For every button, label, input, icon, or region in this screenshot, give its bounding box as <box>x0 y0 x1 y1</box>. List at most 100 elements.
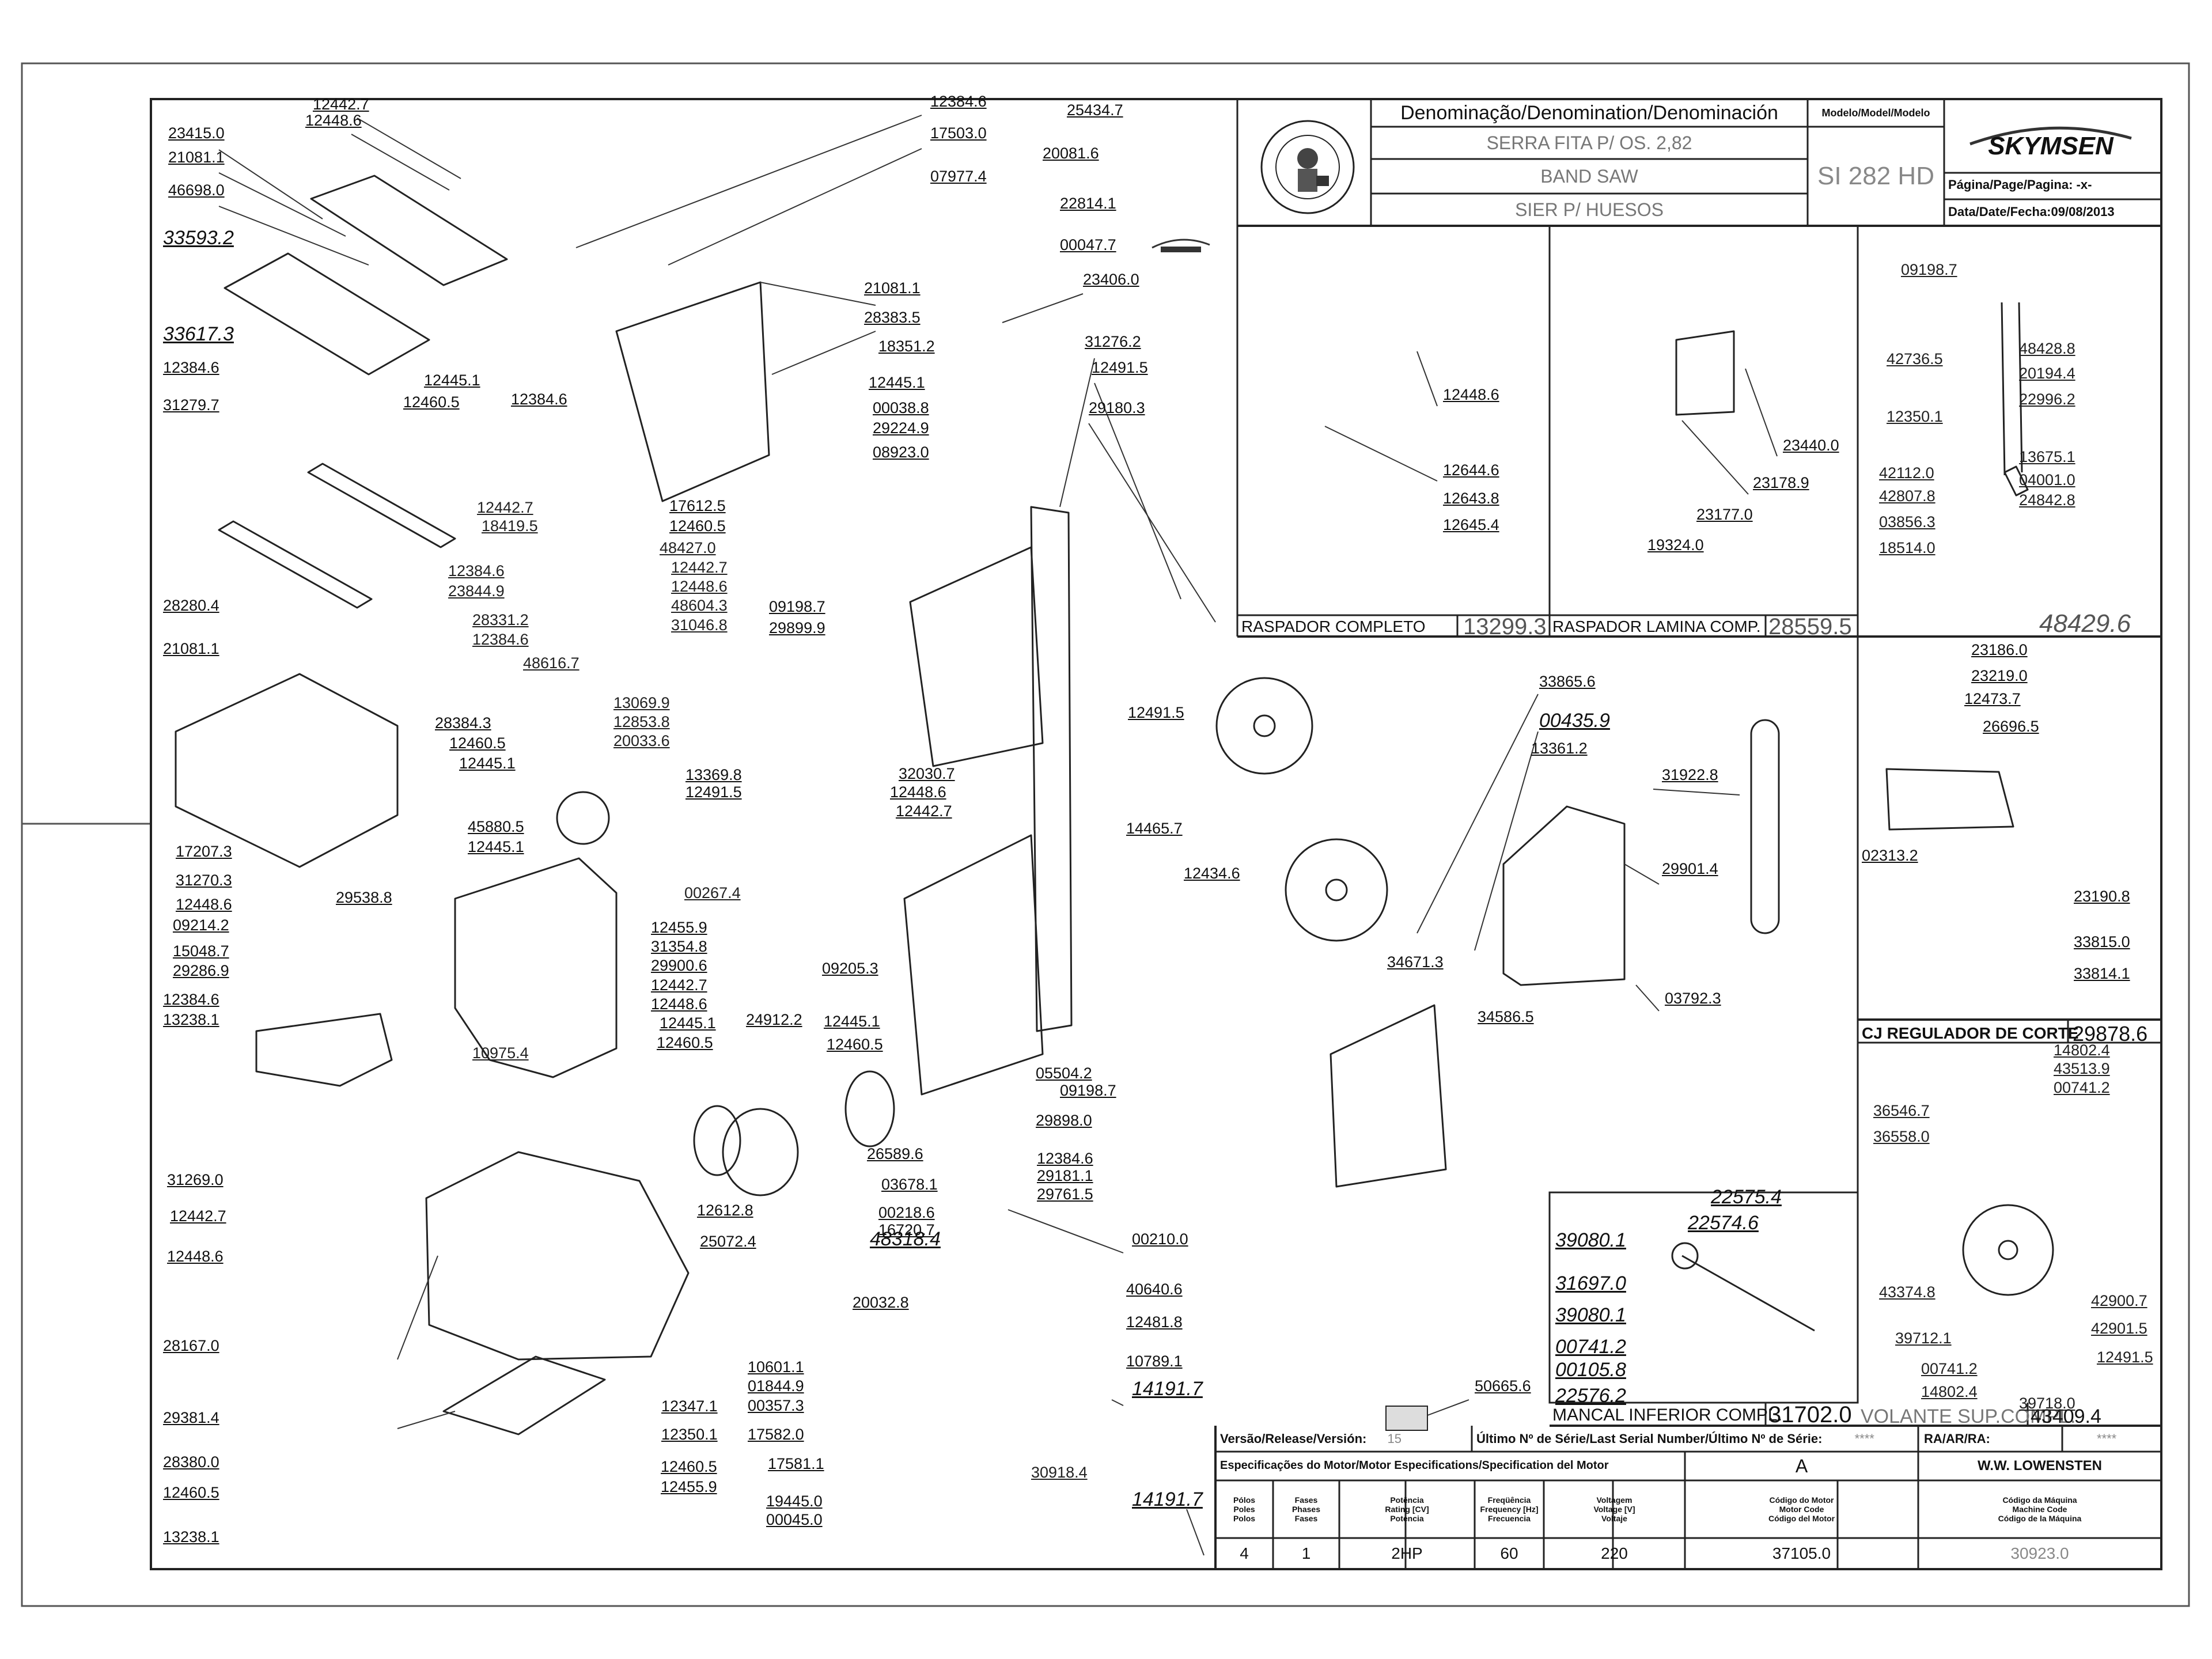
part-number-label: 14802.4 <box>1921 1383 1978 1400</box>
part-number-label: 22576.2 <box>1555 1385 1626 1407</box>
part-number-label: 17503.0 <box>930 124 987 142</box>
part-number-label: 28167.0 <box>163 1337 219 1354</box>
part-number-label: 12384.6 <box>930 93 987 110</box>
part-number-label: 12347.1 <box>661 1397 718 1415</box>
part-number-label: 00038.8 <box>873 399 929 416</box>
part-number-label: 12442.7 <box>671 559 728 576</box>
part-number-label: 19324.0 <box>1647 536 1704 554</box>
part-number-label: 12445.1 <box>424 372 480 389</box>
part-number-label: 22996.2 <box>2019 391 2075 408</box>
part-number-label: 21081.1 <box>168 149 225 166</box>
date-value: 09/08/2013 <box>2051 204 2115 219</box>
part-number-label: 29899.9 <box>769 619 825 637</box>
part-number-label: 09214.2 <box>173 916 229 934</box>
page-label: Página/Page/Pagina: -x- <box>1948 177 2092 192</box>
part-number-label: 29181.1 <box>1037 1167 1093 1184</box>
part-number-label: 32030.7 <box>899 765 955 782</box>
part-number-label: 12460.5 <box>827 1036 883 1053</box>
part-number-label: 23844.9 <box>448 582 505 600</box>
serial-label: Último Nº de Série/Last Serial Number/Úl… <box>1476 1431 1823 1446</box>
ra-row: RA/AR/RA: <box>1924 1431 1990 1446</box>
part-number-label: 12448.6 <box>890 783 946 801</box>
part-number-label: 48427.0 <box>660 539 716 556</box>
part-number-label: 26696.5 <box>1983 718 2039 735</box>
part-number-label: 01844.9 <box>748 1377 804 1395</box>
part-number-label: 34671.3 <box>1387 953 1444 971</box>
part-number-label: 24842.8 <box>2019 491 2075 509</box>
part-number-label: 12645.4 <box>1443 516 1499 533</box>
part-number-label: 15048.7 <box>173 942 229 960</box>
part-number-label: 12442.7 <box>313 96 369 113</box>
part-number-label: 22575.4 <box>1711 1186 1782 1208</box>
part-number-label: 12853.8 <box>613 713 670 730</box>
part-number-label: 12445.1 <box>869 374 925 391</box>
part-number-label: 09198.7 <box>1060 1082 1116 1099</box>
inset-guia-code: 48429.6 <box>2039 609 2131 638</box>
part-number-label: 34586.5 <box>1478 1008 1534 1025</box>
part-number-label: 12460.5 <box>661 1458 717 1475</box>
page-label-text: Página/Page/Pagina: <box>1948 177 2073 192</box>
part-number-label: 13361.2 <box>1531 740 1588 757</box>
technician-seal-icon <box>1260 120 1355 214</box>
skymsen-small-logo-icon <box>1149 236 1213 259</box>
part-number-label: 12445.1 <box>824 1013 880 1030</box>
part-number-label: 23406.0 <box>1083 271 1139 288</box>
part-number-label: 28380.0 <box>163 1453 219 1471</box>
part-number-label: 14191.7 <box>1132 1488 1203 1510</box>
part-number-label: 12448.6 <box>167 1248 224 1265</box>
part-number-label: 17581.1 <box>768 1455 824 1472</box>
part-number-label: 09205.3 <box>822 960 878 977</box>
part-number-label: 09198.7 <box>769 598 825 615</box>
motor-spec-label: Especificações do Motor/Motor Especifica… <box>1220 1459 1609 1472</box>
part-number-label: 12448.6 <box>176 896 232 913</box>
part-number-label: 12445.1 <box>459 755 516 772</box>
inset-raspador-completo-title: RASPADOR COMPLETO <box>1241 618 1426 635</box>
part-number-label: 12448.6 <box>1443 386 1499 403</box>
part-number-label: 36558.0 <box>1873 1128 1930 1145</box>
motor-spec-header: Potência Rating [CV] Potencia <box>1385 1495 1429 1523</box>
part-number-label: 21081.1 <box>163 640 219 657</box>
part-number-label: 31046.8 <box>671 616 728 634</box>
svg-text:SKYMSEN: SKYMSEN <box>1988 132 2114 160</box>
part-number-label: 00047.7 <box>1060 236 1116 253</box>
name-es: SIER P/ HUESOS <box>1515 199 1664 220</box>
part-number-label: 10789.1 <box>1126 1353 1183 1370</box>
motor-spec-header: Código do Motor Motor Code Código del Mo… <box>1768 1495 1835 1523</box>
name-en: BAND SAW <box>1540 165 1638 187</box>
part-number-label: 48604.3 <box>671 597 728 614</box>
part-number-label: 23186.0 <box>1971 641 2028 658</box>
part-number-label: 21081.1 <box>864 279 921 297</box>
part-number-label: 28331.2 <box>472 611 529 628</box>
inset-regulador-title: CJ REGULADOR DE CORTE <box>1862 1024 2079 1042</box>
part-number-label: 33814.1 <box>2074 965 2130 982</box>
part-number-label: 23177.0 <box>1696 506 1753 523</box>
part-number-label: 20032.8 <box>853 1294 909 1311</box>
part-number-label: 19445.0 <box>766 1493 823 1510</box>
ra-value: **** <box>2097 1431 2117 1446</box>
serial-value: **** <box>1854 1431 1874 1446</box>
inset-volante-title: VOLANTE SUP.COMPL. <box>1861 1406 2076 1427</box>
part-number-label: 50665.6 <box>1475 1377 1531 1395</box>
serial-row: Último Nº de Série/Last Serial Number/Úl… <box>1476 1431 1874 1446</box>
part-number-label: 18514.0 <box>1879 539 1936 556</box>
motor-spec-header: Fases Phases Fases <box>1291 1495 1321 1523</box>
motor-spec-value: 1 <box>1301 1544 1311 1562</box>
motor-spec-header: Voltagem Voltage [V] Voltaje <box>1593 1495 1635 1523</box>
part-number-label: 29381.4 <box>163 1409 219 1426</box>
part-number-label: 23440.0 <box>1783 437 1839 454</box>
part-number-label: 18419.5 <box>482 517 538 535</box>
part-number-label: 12445.1 <box>660 1014 716 1032</box>
motor-spec-value: 30923.0 <box>2010 1544 2069 1562</box>
part-number-label: 00435.9 <box>1539 710 1610 732</box>
part-number-label: 00741.2 <box>1921 1360 1978 1377</box>
part-number-label: 12460.5 <box>669 517 726 535</box>
part-number-label: 12445.1 <box>468 838 524 855</box>
part-number-label: 30918.4 <box>1031 1464 1088 1481</box>
motor-spec-header: Freqüência Frequency [Hz] Frecuencia <box>1480 1495 1539 1523</box>
part-number-label: 39718.0 <box>2019 1395 2075 1412</box>
part-number-label: 12384.6 <box>448 562 505 579</box>
part-number-label: 10601.1 <box>748 1358 804 1376</box>
part-number-label: 10975.4 <box>472 1044 529 1062</box>
model-value: SI 282 HD <box>1817 162 1934 190</box>
